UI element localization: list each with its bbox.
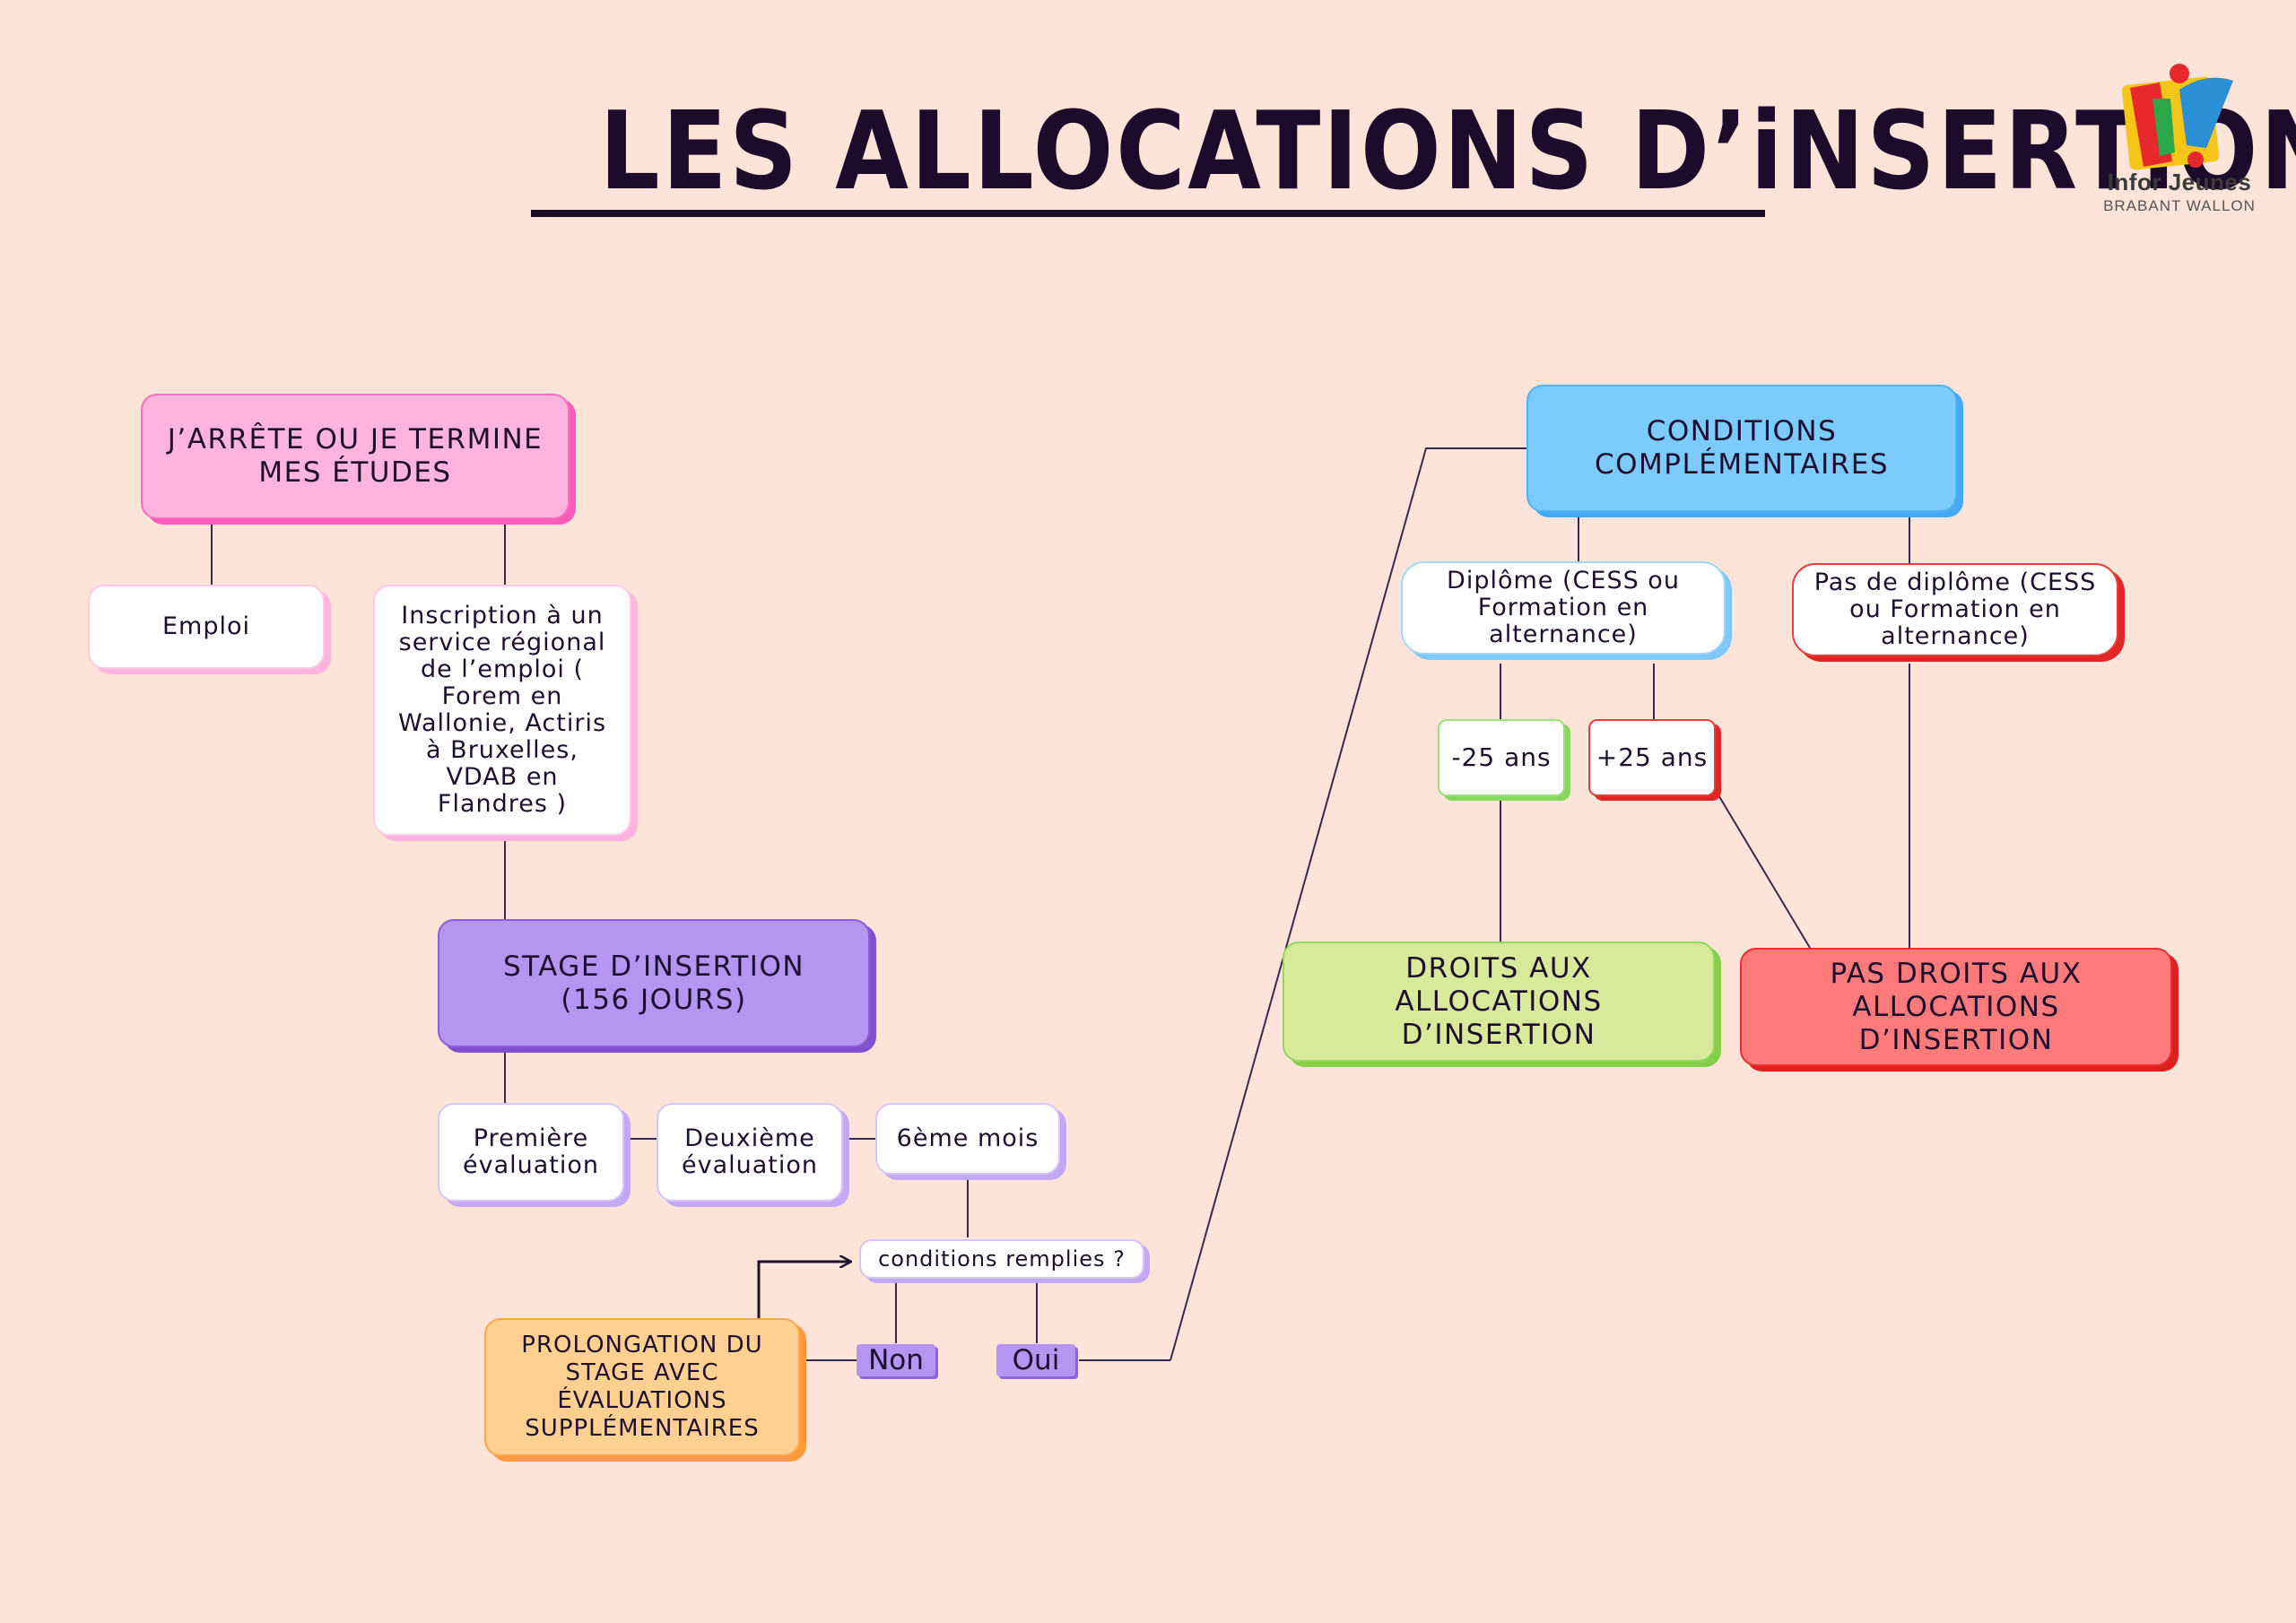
answer-non: Non	[857, 1344, 935, 1376]
node-stage-insertion: STAGE D’INSERTION (156 JOURS)	[438, 919, 870, 1047]
infor-jeunes-logo-icon	[2121, 64, 2233, 170]
node-conditions-remplies: conditions remplies ?	[859, 1239, 1144, 1279]
node-moins-25-ans: -25 ans	[1438, 719, 1565, 796]
logo-subtitle: BRABANT WALLON	[2103, 197, 2256, 214]
node-deuxieme-evaluation: Deuxième évaluation	[657, 1103, 843, 1202]
node-premiere-evaluation: Première évaluation	[438, 1103, 624, 1202]
node-conditions-complementaires: CONDITIONS COMPLÉMENTAIRES	[1526, 385, 1957, 512]
node-prolongation-stage: PROLONGATION DU STAGE AVEC ÉVALUATIONS S…	[484, 1318, 800, 1456]
node-droits-allocations: DROITS AUX ALLOCATIONS D’INSERTION	[1283, 942, 1715, 1062]
logo-name: Infor Jeunes	[2107, 169, 2252, 195]
node-pas-droits-allocations: PAS DROITS AUX ALLOCATIONS D’INSERTION	[1740, 948, 2172, 1066]
node-diplome: Diplôme (CESS ou Formation en alternance…	[1401, 561, 1726, 655]
node-emploi: Emploi	[88, 585, 325, 669]
node-arrete-etudes: J’ARRÊTE OU JE TERMINE MES ÉTUDES	[141, 394, 570, 519]
node-pas-de-diplome: Pas de diplôme (CESS ou Formation en alt…	[1792, 563, 2118, 656]
answer-oui: Oui	[996, 1344, 1075, 1376]
node-inscription: Inscription à un service régional de l’e…	[373, 585, 631, 836]
node-sixieme-mois: 6ème mois	[875, 1103, 1060, 1175]
node-plus-25-ans: +25 ans	[1588, 719, 1716, 796]
title-underline	[531, 210, 1765, 217]
